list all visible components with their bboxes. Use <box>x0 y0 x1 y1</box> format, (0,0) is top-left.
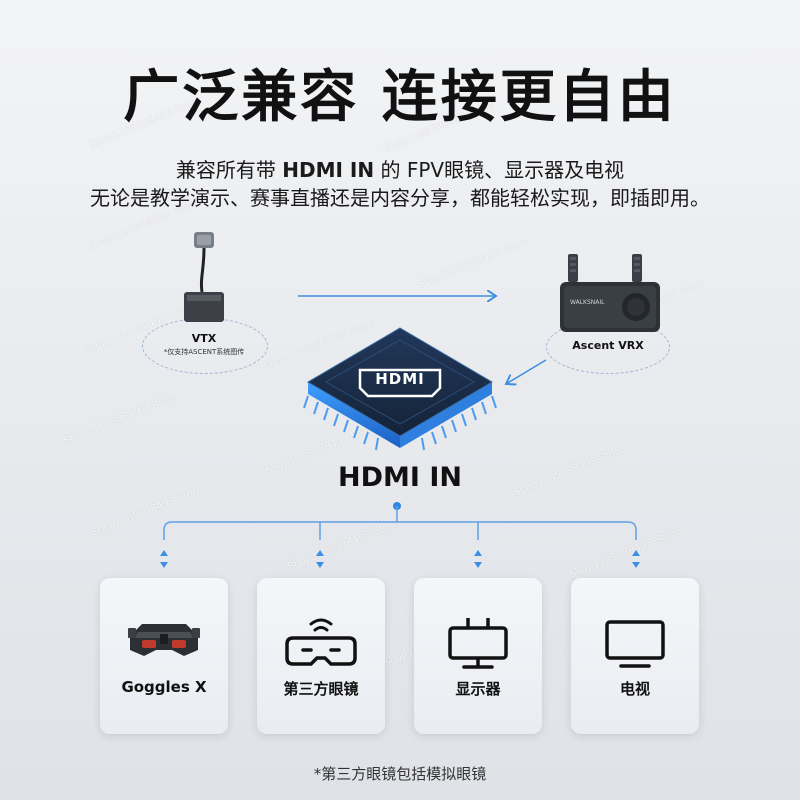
vrx-device: WALKSNAIL <box>556 254 666 336</box>
subtitle-text: 兼容所有带 <box>175 158 283 182</box>
monitor-icon <box>448 618 508 669</box>
device-label: 第三方眼镜 <box>283 680 359 698</box>
device-label: 显示器 <box>455 680 501 698</box>
vrx-icon: WALKSNAIL <box>560 254 660 332</box>
arrow-vrx-to-hdmi <box>506 359 547 384</box>
hdmi-chip: HDMI <box>290 318 510 458</box>
device-label: 电视 <box>619 680 650 698</box>
goggles-x-icon <box>128 624 200 656</box>
updown-icon <box>160 550 640 568</box>
hdmi-chip-icon <box>303 327 497 451</box>
page-title: 广泛兼容 连接更自由 <box>123 65 677 130</box>
subtitle-highlight: HDMI IN <box>282 158 375 182</box>
tree-branch <box>163 521 637 540</box>
device-card-tv: 电视 <box>571 578 699 734</box>
device-label: Goggles X <box>121 678 207 696</box>
subtitle-text: 的 FPV眼镜、显示器及电视 <box>374 158 625 182</box>
vr-goggles-icon <box>285 618 357 666</box>
vrx-label: Ascent VRX <box>572 339 644 352</box>
vtx-label: VTX <box>191 332 217 345</box>
vtx-icon <box>184 232 224 322</box>
subtitle-line-2: 无论是教学演示、赛事直播还是内容分享，都能轻松实现，即插即用。 <box>90 186 710 210</box>
device-card-goggles-x: Goggles X <box>100 578 228 734</box>
subtitle-line-1: 兼容所有带 HDMI IN 的 FPV眼镜、显示器及电视 <box>0 154 800 183</box>
vtx-device <box>174 230 234 330</box>
device-card-third-party-goggles: 第三方眼镜 <box>257 578 385 734</box>
tv-icon <box>605 620 665 668</box>
vtx-note: *仅支持ASCENT系统图传 <box>163 348 245 356</box>
device-card-monitor: 显示器 <box>414 578 542 734</box>
vrx-brand: WALKSNAIL <box>570 299 605 306</box>
hdmi-in-label: HDMI IN <box>338 462 462 493</box>
footnote: *第三方眼镜包括模拟眼镜 <box>313 765 487 783</box>
hdmi-chip-label: HDMI <box>375 370 425 388</box>
